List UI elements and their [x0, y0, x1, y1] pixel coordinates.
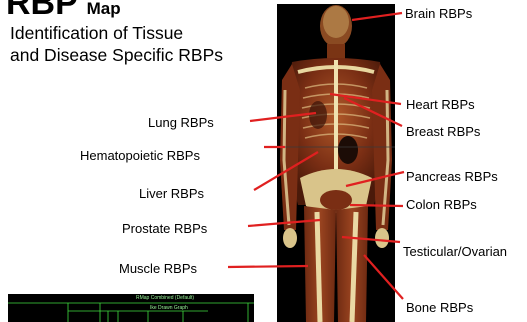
label-prostate: Prostate RBPs	[122, 221, 207, 236]
inset-caption-1: RMap Combined (Default)	[136, 295, 194, 301]
subtitle: Identification of Tissue and Disease Spe…	[10, 22, 223, 66]
label-bone: Bone RBPs	[406, 300, 473, 315]
subtitle-line-1: Identification of Tissue	[10, 22, 223, 44]
label-pancreas: Pancreas RBPs	[406, 169, 498, 184]
label-lung: Lung RBPs	[148, 115, 214, 130]
pointer-muscle	[228, 266, 308, 267]
label-muscle: Muscle RBPs	[119, 261, 197, 276]
title-suffix: Map	[87, 0, 121, 18]
inset-caption-2: Ike Drawn Graph	[150, 305, 188, 311]
graph-lines	[8, 294, 254, 322]
label-brain: Brain RBPs	[405, 6, 472, 21]
label-liver: Liver RBPs	[139, 186, 204, 201]
label-heart: Heart RBPs	[406, 97, 475, 112]
title-main: RBP	[6, 0, 77, 22]
label-breast: Breast RBPs	[406, 124, 480, 139]
label-hematopoietic: Hematopoietic RBPs	[80, 148, 200, 163]
network-graph-thumbnail: RMap Combined (Default) Ike Drawn Graph	[8, 294, 254, 322]
pointer-colon	[350, 205, 403, 206]
subtitle-line-2: and Disease Specific RBPs	[10, 44, 223, 66]
label-testicular: Testicular/Ovarian	[403, 244, 507, 259]
label-colon: Colon RBPs	[406, 197, 477, 212]
